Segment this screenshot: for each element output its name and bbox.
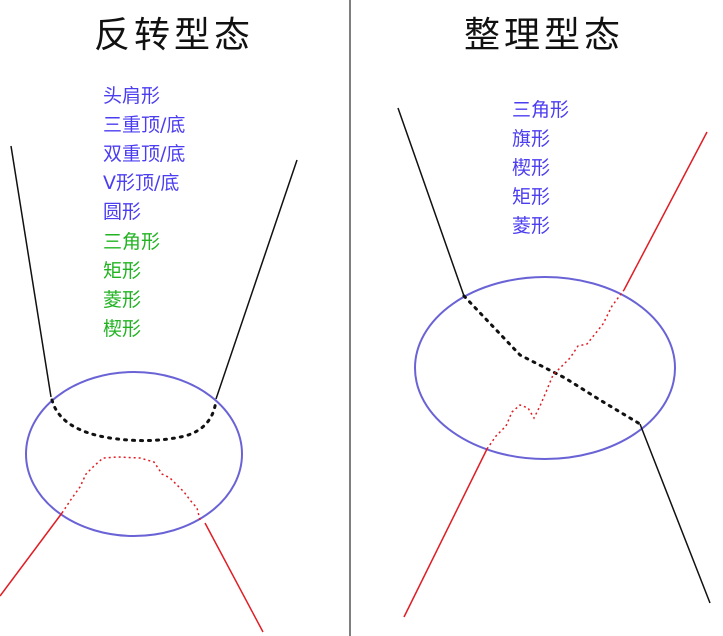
- pattern-item: 头肩形: [103, 85, 161, 107]
- consolidation-black-dotted-line: [462, 294, 642, 426]
- pattern-item: 矩形: [512, 186, 551, 208]
- pattern-item: 菱形: [103, 289, 142, 311]
- consolidation-title: 整理型态: [464, 15, 625, 56]
- consolidation-red-dotted-curve: [486, 289, 625, 450]
- reversal-black-left-line: [10, 145, 52, 398]
- pattern-item: 三重顶/底: [103, 114, 186, 136]
- consolidation-red-lower-line: [403, 448, 488, 618]
- reversal-black-dotted-curve: [50, 398, 218, 443]
- reversal-blue-list: 头肩形三重顶/底双重顶/底 V形顶/底圆形: [103, 82, 185, 227]
- reversal-black-right-line: [215, 159, 298, 400]
- pattern-item: 菱形: [512, 215, 551, 237]
- reversal-red-left-line: [0, 512, 63, 597]
- consolidation-black-lower-line: [639, 423, 711, 604]
- pattern-item: 矩形: [103, 260, 142, 282]
- reversal-green-list: 三角形矩形菱形楔形: [103, 228, 160, 344]
- pattern-item: 楔形: [512, 157, 551, 179]
- pattern-item: 圆形: [103, 201, 142, 223]
- pattern-item: V形顶/底: [103, 172, 180, 194]
- consolidation-blue-list: 三角形旗形楔形矩形菱形: [512, 96, 569, 241]
- pattern-item: 双重顶/底: [103, 143, 186, 165]
- consolidation-red-upper-line: [623, 131, 708, 291]
- reversal-title: 反转型态: [94, 15, 255, 56]
- reversal-red-right-line: [204, 522, 264, 633]
- pattern-item: 三角形: [103, 231, 161, 253]
- pattern-item: 楔形: [103, 318, 142, 340]
- consolidation-diagram: [397, 107, 711, 618]
- pattern-item: 旗形: [512, 128, 551, 150]
- consolidation-ellipse: [414, 276, 676, 460]
- reversal-red-dotted-curve: [61, 456, 201, 521]
- consolidation-black-upper-line: [397, 107, 465, 297]
- reversal-diagram: [0, 145, 298, 633]
- reversal-ellipse: [25, 371, 243, 537]
- pattern-item: 三角形: [512, 99, 570, 121]
